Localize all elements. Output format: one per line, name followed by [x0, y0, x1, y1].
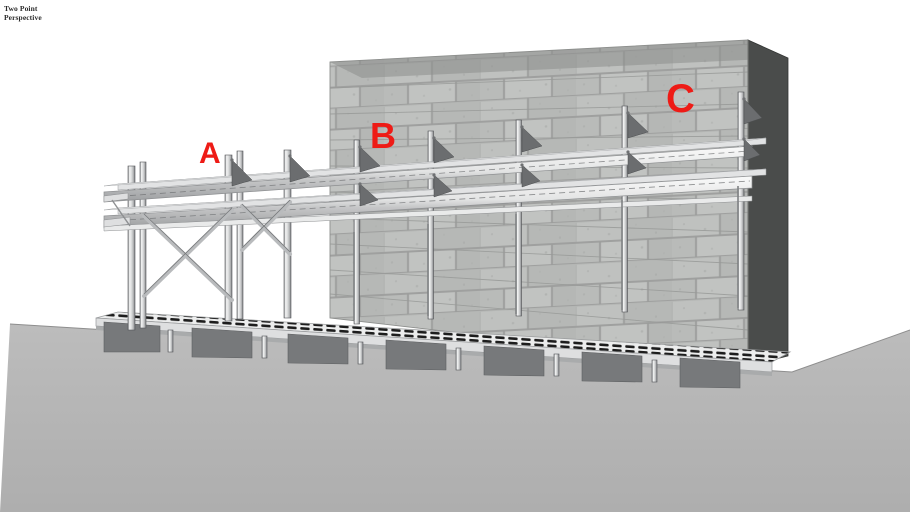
cross-bracing — [142, 200, 292, 302]
annotation-label-a: A — [199, 137, 221, 170]
deck-support-panels — [103, 321, 741, 389]
projection-mode-label: Two Point Perspective — [4, 4, 42, 22]
concrete-block-wall — [329, 39, 789, 367]
annotation-label-c: C — [666, 77, 695, 121]
ledger-lower-secondary — [103, 195, 753, 232]
wall-tie-stubs — [353, 186, 739, 320]
couplers — [230, 97, 746, 186]
left-outriggers — [103, 192, 131, 228]
wall-return-face — [748, 40, 788, 366]
annotation-label-b: B — [370, 115, 396, 156]
ledger-brackets — [231, 98, 763, 207]
cross-bracing-outline — [143, 199, 291, 299]
